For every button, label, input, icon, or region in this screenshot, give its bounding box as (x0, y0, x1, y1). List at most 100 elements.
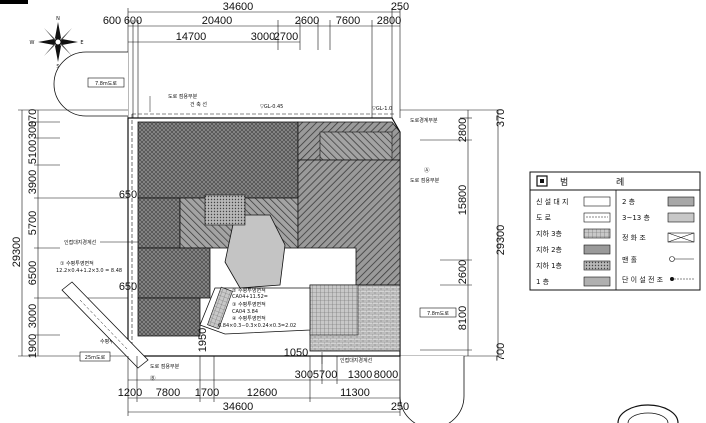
floor-zone-dots (204, 194, 246, 226)
dim-top-2-0: 600 (103, 15, 121, 27)
utility-pole-icon (670, 277, 694, 281)
road-25m-strip (61, 281, 149, 369)
dim-bottom-1-0: 3005700 (295, 369, 338, 381)
note-calc1: ① 수평투영면적 (60, 260, 94, 267)
dim-bottom-1-1: 1300 (348, 369, 372, 381)
floor-zone-nw (137, 121, 299, 199)
note-calc4: ④ 수평투영면적 (232, 315, 266, 322)
legend-swatch-left-0 (583, 196, 611, 207)
dim-top-2-1: 600 (124, 15, 142, 27)
floor-zone-ne-inner (319, 131, 393, 161)
road-label-right: 7.8m도로 (427, 311, 449, 317)
dim-bottom-total-extra: 250 (391, 401, 409, 413)
setback-lines (131, 113, 396, 352)
dim-inner-650a: 650 (119, 189, 137, 201)
dim-left-6: 3000 (27, 304, 39, 328)
road-label-top: 7.8m도로 (95, 81, 117, 87)
legend-swatch-left-2 (583, 228, 611, 239)
dim-left-total: 29300 (11, 237, 23, 268)
dim-left-2: 5100 (27, 140, 39, 164)
dim-bottom-1-2: 8000 (374, 369, 398, 381)
note-building-line: 건 축 선 (190, 101, 207, 108)
legend-swatch-left-3 (583, 244, 611, 255)
core-zone (224, 214, 286, 289)
dim-right-2: 15800 (457, 185, 469, 216)
legend-item-right-2: 정 화 조 (622, 233, 646, 242)
note-boundary-top: 도로 점용부분 (168, 93, 198, 100)
dim-top-3-1: 3000 (251, 31, 275, 43)
note-calc3-formula: CA04 3.84 (232, 309, 258, 315)
dim-top-2-2: 20400 (202, 15, 233, 27)
legend-right-column: 2 층 3~13 층 정 화 조 맨 홀 단 이 설 전 조 (622, 196, 695, 284)
compass-west: W (30, 40, 35, 46)
dim-top-2-3: 2600 (295, 15, 319, 27)
seal-stamp-fragment (617, 404, 679, 423)
dim-bottom-2-0: 1200 (118, 387, 142, 399)
note-land-boundary-left: 인접대지경계선 (64, 239, 97, 246)
note-calc2-formula: CA04+11.52= (232, 294, 268, 300)
mark-a: Ⓐ (424, 166, 430, 174)
mark-b: Ⓑ (150, 374, 156, 382)
floor-zone-w (137, 197, 181, 249)
dim-top-2-5: 2800 (377, 15, 401, 27)
road-label-box-top (87, 77, 125, 88)
dim-left-3: 3900 (27, 170, 39, 194)
dim-bottom-2-2: 1700 (195, 387, 219, 399)
floor-zone-ssw (137, 297, 201, 337)
legend: 범 례 신 설 대 지 도 로 지하 3층 지하 2층 지하 1층 1 층 2 … (529, 171, 701, 291)
dim-top-total-extra: 250 (391, 1, 409, 13)
dim-inner-1950: 1950 (197, 328, 209, 352)
dim-top-3-0: 14700 (176, 31, 207, 43)
dim-left-4: 5700 (27, 211, 39, 235)
ramp (207, 286, 233, 330)
legend-title-right: 례 (616, 177, 624, 188)
dimension-right (400, 109, 502, 357)
dim-left-7: 1900 (27, 334, 39, 358)
building-footprint (137, 121, 401, 352)
road-right-curve (399, 356, 465, 423)
dim-right-3: 2600 (457, 260, 469, 284)
floor-zone-sw (137, 247, 211, 299)
legend-item-right-1: 3~13 층 (622, 213, 650, 222)
legend-item-left-0: 신 설 대 지 (536, 197, 568, 206)
legend-left-column: 신 설 대 지 도 로 지하 3층 지하 2층 지하 1층 1 층 (536, 196, 611, 287)
note-gl-right: ▽GL-1.0 (372, 106, 392, 112)
dim-right-total: 29300 (495, 225, 507, 256)
legend-item-left-5: 1 층 (536, 277, 550, 286)
note-calc2: ② 수평투영면적 (232, 287, 266, 294)
manhole-icon (669, 256, 694, 262)
compass-east: E (80, 40, 83, 46)
compass-south: S (56, 64, 59, 70)
dim-top-3-2: 2700 (274, 31, 298, 43)
note-boundary-right: 도로경계부분 (410, 117, 438, 124)
legend-swatch-left-4 (583, 260, 611, 271)
dim-bottom-total: 34600 (223, 401, 254, 413)
legend-swatch-right-1 (667, 212, 695, 223)
dimension-bottom (127, 356, 401, 416)
dim-right-1: 2800 (457, 118, 469, 142)
road-label-box-right (419, 307, 457, 318)
dim-left-0: 370 (27, 109, 39, 127)
legend-item-right-3: 맨 홀 (622, 255, 638, 264)
note-a: 도로 점용부분 (410, 177, 440, 184)
floor-zone-se-inner (309, 284, 359, 336)
dim-right-5: 700 (495, 343, 507, 361)
dim-right-4: 8100 (457, 306, 469, 330)
note-calc3: ③ 수평투영면적 (232, 301, 266, 308)
road-label-box-25 (79, 351, 111, 362)
dim-left-5: 6500 (27, 261, 39, 285)
compass-north: N (56, 16, 60, 22)
legend-item-left-1: 도 로 (536, 214, 552, 222)
note-gl-top: ▽GL-0.45 (260, 104, 283, 110)
legend-item-left-3: 지하 2층 (536, 245, 563, 254)
note-land-boundary-bottom: 인접대지경계선 (340, 357, 373, 364)
legend-swatch-right-0 (667, 196, 695, 207)
dim-top-total: 34600 (223, 1, 254, 13)
legend-item-left-2: 지하 3층 (536, 229, 563, 238)
dim-left-1: 300 (27, 121, 39, 139)
dim-right-0: 370 (495, 109, 507, 127)
dim-bottom-2-3: 12600 (247, 387, 278, 399)
dim-bottom-2-1: 7800 (156, 387, 180, 399)
note-calc1-formula: 12.2×0.4+1.2×3.0 = 8.48 (56, 268, 122, 274)
